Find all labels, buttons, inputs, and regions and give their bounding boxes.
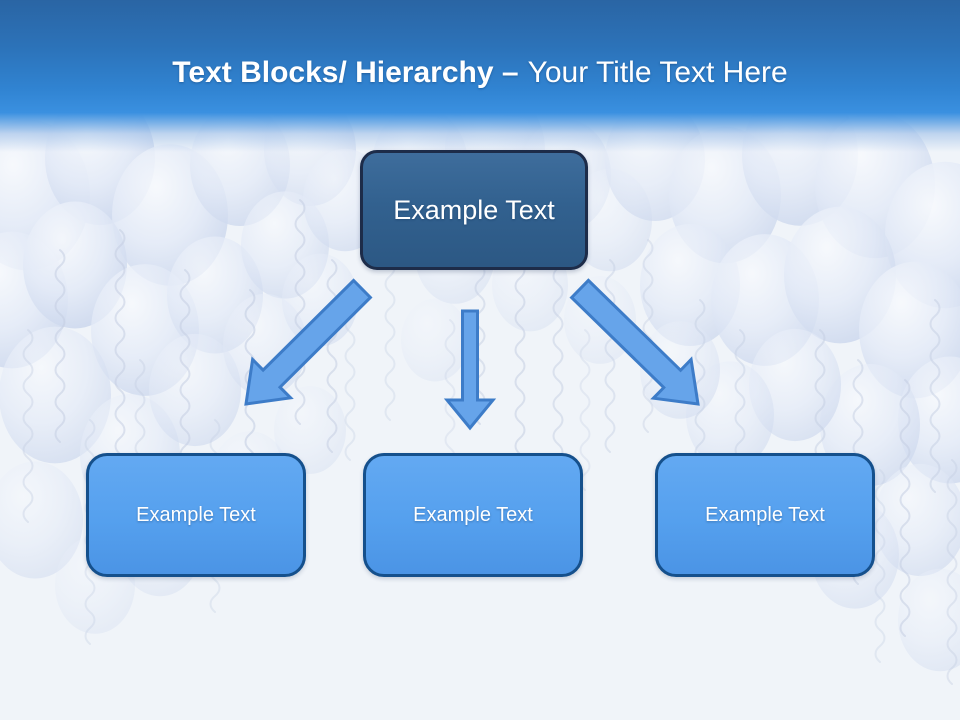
child-text-block-1-label: Example Text: [136, 503, 256, 526]
child-text-block-3[interactable]: Example Text: [655, 453, 875, 577]
child-text-block-2-label: Example Text: [413, 503, 533, 526]
root-text-block-label: Example Text: [393, 194, 555, 225]
child-text-block-2[interactable]: Example Text: [363, 453, 583, 577]
root-text-block[interactable]: Example Text: [360, 150, 588, 270]
child-text-block-1[interactable]: Example Text: [86, 453, 306, 577]
slide-title-bold: Text Blocks/ Hierarchy –: [172, 56, 519, 89]
slide-title-placeholder: Your Title Text Here: [527, 56, 788, 89]
title-band: [0, 0, 960, 152]
slide-title[interactable]: Text Blocks/ Hierarchy –Your Title Text …: [0, 56, 960, 90]
child-text-block-3-label: Example Text: [705, 503, 825, 526]
